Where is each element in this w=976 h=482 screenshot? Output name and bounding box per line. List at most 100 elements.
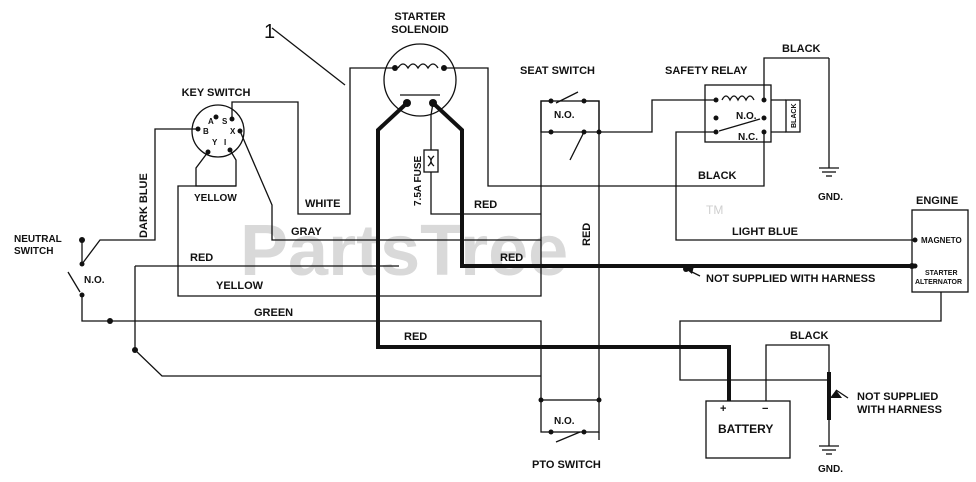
battery-label: BATTERY <box>718 422 773 436</box>
wire-label-black-relay-box: BLACK <box>791 104 798 129</box>
note-not-supplied-lower-line2: WITH HARNESS <box>857 404 942 416</box>
seat-switch-no-label: N.O. <box>554 110 575 121</box>
wire-label-dark-blue: DARK BLUE <box>138 173 150 238</box>
relay-black-box <box>785 99 801 133</box>
key-pin-x-label: X <box>230 127 236 136</box>
note-not-supplied-lower-line1: NOT SUPPLIED <box>857 391 938 403</box>
pto-switch-pin-3 <box>548 429 554 435</box>
wire-label-yellow-key: YELLOW <box>194 193 237 204</box>
neutral-switch-label-line2: SWITCH <box>14 246 53 257</box>
wire-relay-seat <box>599 99 716 133</box>
wire-label-black-top: BLACK <box>782 43 821 55</box>
engine: ENGINE MAGNETO STARTER ALTERNATOR <box>911 195 969 293</box>
wire-green <box>81 295 542 400</box>
wire-red-heavy <box>431 101 912 268</box>
relay-no-label: N.O. <box>736 111 757 122</box>
key-switch: KEY SWITCH A S B X Y I <box>182 87 251 158</box>
fuse-label: 7.5A FUSE <box>413 155 424 206</box>
seat-switch-link <box>569 131 585 161</box>
engine-magneto-label: MAGNETO <box>921 236 962 245</box>
wire-label-green: GREEN <box>254 307 293 319</box>
wire-black-battery <box>765 344 830 401</box>
watermark-tm: TM <box>706 203 723 217</box>
key-switch-label: KEY SWITCH <box>182 87 251 99</box>
neutral-switch-label-line1: NEUTRAL <box>14 234 62 245</box>
thin-wires <box>81 57 942 440</box>
arrow-lower-leader <box>835 389 849 399</box>
wire-label-red-battery: RED <box>404 331 427 343</box>
wire-label-red-upper: RED <box>474 199 497 211</box>
wire-neutral-pto <box>134 266 541 377</box>
wire-label-white: WHITE <box>305 198 340 210</box>
seat-switch-pin-3 <box>548 129 554 135</box>
key-switch-body <box>191 104 245 158</box>
wire-label-yellow-long: YELLOW <box>216 280 264 292</box>
callout-leader <box>271 27 346 86</box>
pto-switch: N.O. PTO SWITCH <box>532 397 602 471</box>
watermark: PartsTree <box>240 211 568 291</box>
engine-starter-label: STARTER <box>925 270 958 277</box>
wire-white <box>231 67 395 215</box>
wire-label-red-heavy: RED <box>500 252 523 264</box>
safety-relay-label: SAFETY RELAY <box>665 65 748 77</box>
neutral-switch-no-label: N.O. <box>84 275 105 286</box>
seat-switch-label: SEAT SWITCH <box>520 65 595 77</box>
engine-label: ENGINE <box>916 195 958 207</box>
wire-red-left <box>81 240 399 267</box>
wire-yellow-long <box>177 185 542 297</box>
fuse-element <box>427 155 435 167</box>
pto-switch-box <box>540 399 600 433</box>
key-pin-b-label: B <box>203 127 209 136</box>
ground-bottom-label: GND. <box>818 464 843 475</box>
wire-dark-blue <box>81 128 198 265</box>
key-pin-y-label: Y <box>212 138 218 147</box>
wire-label-red-left: RED <box>190 252 213 264</box>
solenoid-body <box>383 43 457 117</box>
key-switch-yellow-loop <box>195 149 237 187</box>
wire-label-light-blue: LIGHT BLUE <box>732 226 798 238</box>
pto-switch-no-label: N.O. <box>554 416 575 427</box>
starter-solenoid-label-line1: STARTER <box>394 11 445 23</box>
engine-alternator-label: ALTERNATOR <box>915 279 962 286</box>
wire-label-red-vertical: RED <box>581 223 593 246</box>
wire-gray <box>239 100 551 241</box>
key-pin-i-label: I <box>224 138 226 147</box>
arrow-lower-head <box>830 390 842 398</box>
wire-black-top <box>763 57 829 100</box>
neutral-switch: NEUTRAL SWITCH N.O. <box>14 234 105 298</box>
junction-neutral-top <box>79 237 85 243</box>
relay-pin-3 <box>713 115 719 121</box>
wire-label-black-mid: BLACK <box>698 170 737 182</box>
battery-plus-label: + <box>720 403 726 415</box>
relay-coil <box>721 95 755 102</box>
engine-box <box>911 209 969 293</box>
wire-black-mid <box>444 67 765 187</box>
key-pin-a <box>213 114 219 120</box>
pto-switch-blade <box>555 431 581 443</box>
relay-pin-4 <box>761 115 767 121</box>
solenoid-coil <box>397 63 439 70</box>
seat-switch-blade <box>555 91 579 104</box>
safety-relay-box <box>704 84 772 143</box>
wire-red-upper <box>430 102 541 215</box>
ground-top: GND. <box>818 58 843 203</box>
fuse: 7.5A FUSE <box>413 149 439 206</box>
wire-light-blue <box>675 131 915 241</box>
battery-minus-label: − <box>762 403 768 415</box>
callout-number: 1 <box>264 21 275 43</box>
junction-neutral-pto <box>132 347 138 353</box>
key-pin-a-label: A <box>208 117 214 126</box>
relay-contact <box>718 118 761 132</box>
heavy-wires <box>376 101 912 420</box>
seat-switch: SEAT SWITCH N.O. <box>520 65 602 135</box>
starter-solenoid: STARTER SOLENOID <box>383 11 457 117</box>
wire-label-black-battery: BLACK <box>790 330 829 342</box>
starter-solenoid-label-line2: SOLENOID <box>391 24 449 36</box>
key-pin-s-label: S <box>222 117 228 126</box>
battery: + − BATTERY <box>705 400 791 459</box>
safety-relay: SAFETY RELAY N.O. N.C. BLACK <box>665 65 801 143</box>
junction-green <box>107 318 113 324</box>
neutral-switch-blade <box>67 271 81 293</box>
